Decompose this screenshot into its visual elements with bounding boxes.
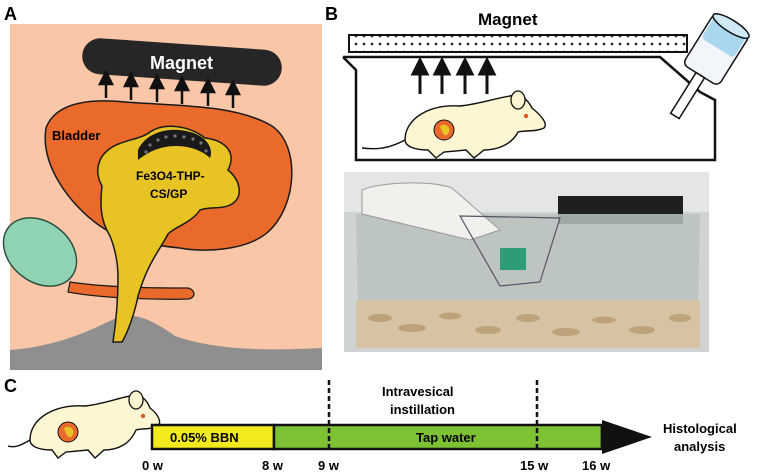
panel-c-letter: C bbox=[4, 376, 17, 396]
magnetic-field-arrows-b bbox=[410, 56, 497, 94]
week-tick-8: 8 w bbox=[262, 458, 284, 473]
magnet-strip-b bbox=[348, 34, 688, 53]
magnetic-field-arrows-a bbox=[97, 69, 242, 108]
endpoint-label-line2: analysis bbox=[674, 439, 725, 454]
cage-photo bbox=[344, 172, 709, 352]
nanoparticle-cluster bbox=[138, 129, 212, 160]
mouse-b bbox=[361, 90, 546, 159]
nanoparticle-dots bbox=[144, 134, 208, 154]
pelvic-floor bbox=[10, 315, 322, 370]
photo-bottle-tip bbox=[500, 248, 526, 270]
week-tick-9: 9 w bbox=[318, 458, 340, 473]
week-tick-15: 15 w bbox=[520, 458, 549, 473]
panel-a-letter: A bbox=[4, 4, 17, 24]
tap-water-phase-label: Tap water bbox=[416, 430, 476, 445]
magnet-label-a: Magnet bbox=[150, 53, 213, 73]
magnet-label-b: Magnet bbox=[478, 10, 538, 29]
particle-label-line1: Fe3O4-THP- bbox=[136, 169, 205, 183]
week-tick-0: 0 w bbox=[142, 458, 164, 473]
cage-outline bbox=[342, 56, 717, 162]
water-bottle bbox=[669, 13, 750, 120]
panel-a: A Bladder Fe3O4-THP- CS/GP Magnet bbox=[2, 4, 322, 370]
particle-label-line2: CS/GP bbox=[150, 187, 187, 201]
week-tick-16: 16 w bbox=[582, 458, 611, 473]
intervention-label-line1: Intravesical bbox=[382, 384, 454, 399]
bladder-label: Bladder bbox=[52, 128, 100, 143]
tumor bbox=[96, 125, 240, 343]
panel-c: C 0.05% BBN Tap water Intravesical insti… bbox=[4, 376, 737, 473]
intervention-label-line2: instillation bbox=[390, 402, 455, 417]
photo-bedding bbox=[356, 300, 700, 348]
cage-lid bbox=[343, 55, 701, 93]
mouse-c bbox=[7, 390, 161, 459]
bbn-phase-label: 0.05% BBN bbox=[170, 430, 239, 445]
endpoint-label-line1: Histological bbox=[663, 421, 737, 436]
panel-b: B Magnet bbox=[325, 4, 750, 352]
timeline-arrowhead bbox=[602, 420, 652, 454]
green-tissue bbox=[2, 217, 78, 287]
panel-b-letter: B bbox=[325, 4, 338, 24]
